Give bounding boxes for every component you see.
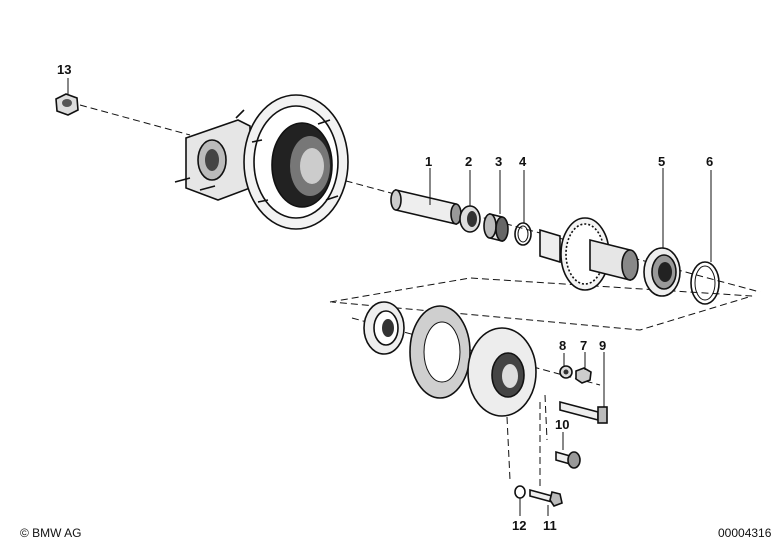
bolt-part-9 [559, 400, 608, 424]
copyright-label: © BMW AG [20, 526, 82, 540]
callout-numbers: 1 2 3 4 5 6 7 8 9 10 11 12 13 [57, 62, 713, 533]
hex-bolt-part-10 [555, 450, 581, 469]
bearing-race-part-3 [483, 212, 509, 243]
callout-2: 2 [465, 154, 472, 169]
leader-lines [67, 78, 712, 516]
callout-12: 12 [512, 518, 526, 533]
callout-8: 8 [559, 338, 566, 353]
diagram-number: 00004316 [718, 526, 772, 540]
callout-7: 7 [580, 338, 587, 353]
callout-13: 13 [57, 62, 71, 77]
spacer-ring-part-2 [459, 205, 481, 233]
gasket-part [409, 305, 471, 399]
washer-part-8 [559, 365, 573, 379]
ring-gear-part [539, 217, 639, 291]
circlip-part-6 [690, 261, 720, 305]
nut-part-7 [575, 367, 592, 384]
pinion-sleeve-part-1 [390, 188, 462, 226]
callout-3: 3 [495, 154, 502, 169]
callout-5: 5 [658, 154, 665, 169]
final-drive-housing [174, 94, 349, 230]
shim-part-4 [514, 222, 532, 246]
ball-bearing-part-5 [643, 247, 681, 297]
callout-6: 6 [706, 154, 713, 169]
callout-10: 10 [555, 417, 569, 432]
shaft-seal-part [363, 301, 405, 355]
callout-11: 11 [543, 518, 557, 533]
callout-4: 4 [519, 154, 527, 169]
screw-part-11 [529, 488, 563, 507]
washer-part-12 [514, 485, 526, 499]
callout-1: 1 [425, 154, 432, 169]
callout-9: 9 [599, 338, 606, 353]
bearing-cover-part [467, 327, 537, 417]
lock-nut-part-13 [55, 93, 79, 116]
